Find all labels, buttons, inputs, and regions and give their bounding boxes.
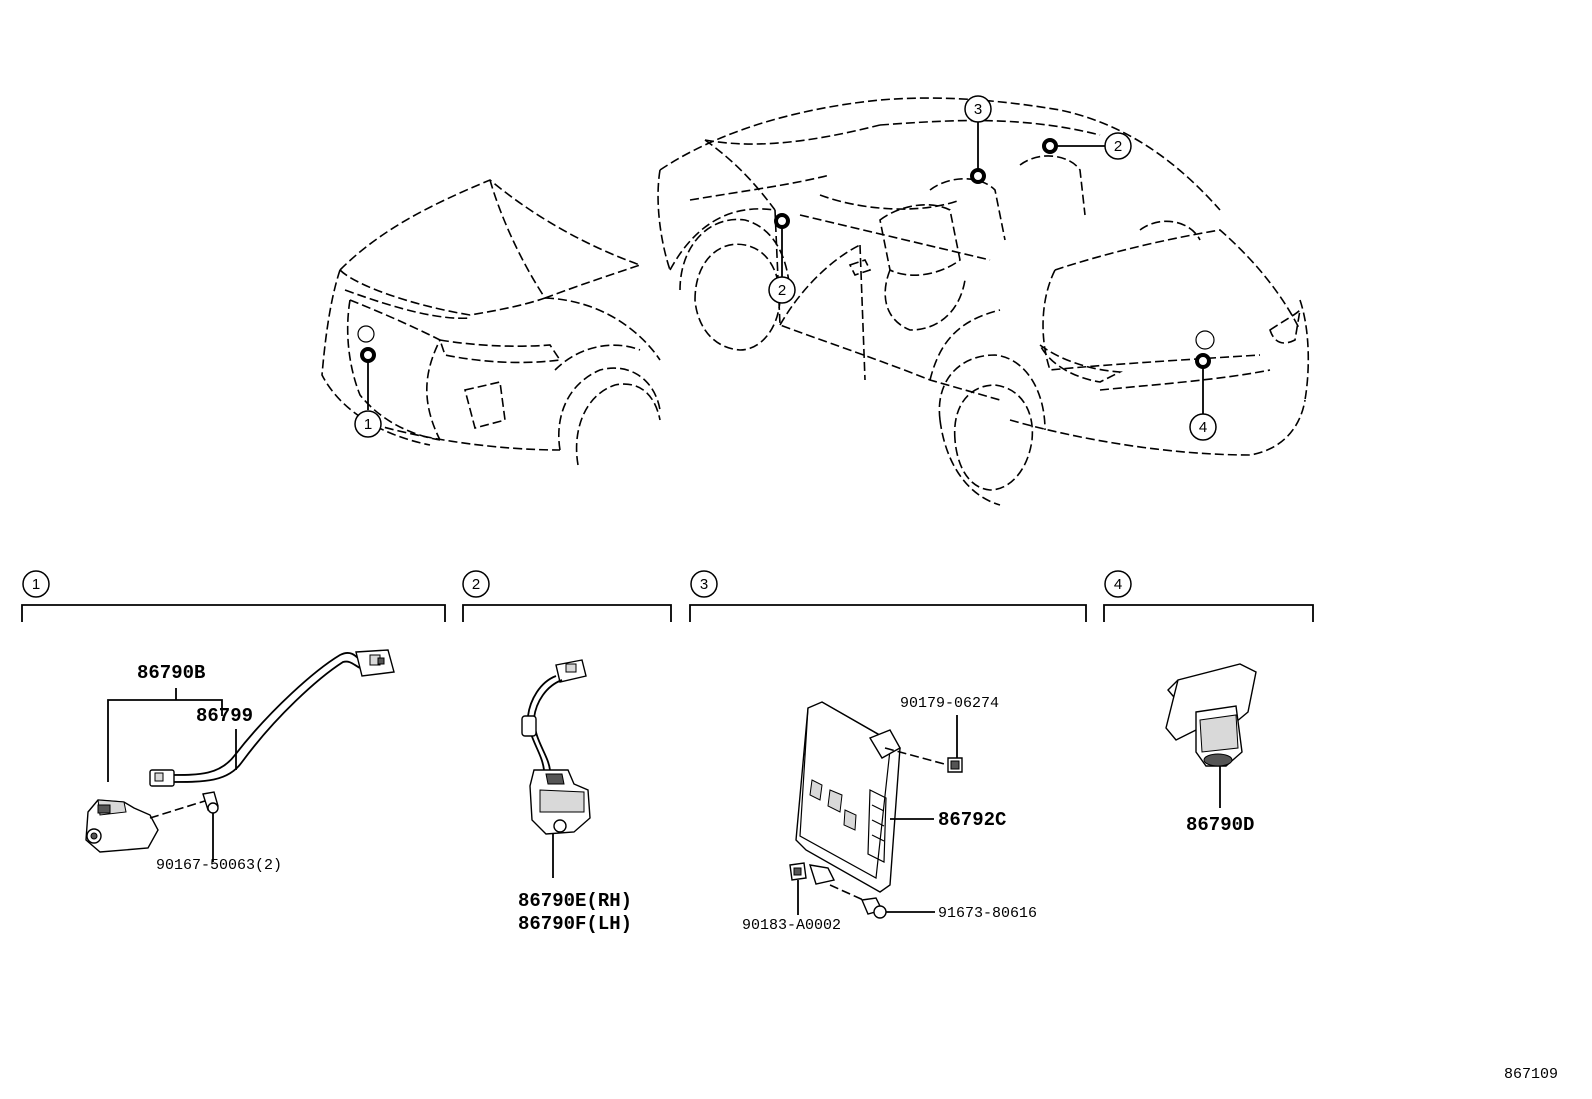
diagram-id: 867109 bbox=[1504, 1066, 1558, 1083]
callout-2-vehicle-left-text: 2 bbox=[778, 282, 786, 299]
label-90179-06274: 90179-06274 bbox=[900, 695, 999, 712]
callout-1-front bbox=[354, 410, 382, 438]
front-sensor-outline bbox=[357, 325, 375, 343]
camera-marker-2-right bbox=[1042, 138, 1058, 154]
callout-4-vehicle-text: 4 bbox=[1199, 419, 1207, 436]
label-91673-80616: 91673-80616 bbox=[938, 905, 1037, 922]
clip-90179 bbox=[884, 715, 963, 773]
group-4-parts: 86790D bbox=[1165, 663, 1257, 836]
group-3-callout bbox=[690, 570, 718, 598]
label-90183-A0002: 90183-A0002 bbox=[742, 917, 841, 934]
front-vehicle-view: 1 bbox=[321, 179, 661, 466]
callout-2-vehicle-right bbox=[1104, 132, 1132, 160]
side-camera-86790E-86790F bbox=[521, 659, 591, 878]
group-headers: 1 2 3 4 bbox=[21, 570, 1314, 622]
group-2-bracket bbox=[462, 604, 672, 622]
camera-marker-3 bbox=[970, 168, 986, 184]
harness-86799 bbox=[149, 649, 395, 787]
label-86790F-LH: 86790F(LH) bbox=[518, 913, 632, 935]
group-1-callout-text: 1 bbox=[32, 576, 40, 593]
group-3-bracket bbox=[689, 604, 1087, 622]
group-4-callout bbox=[1104, 570, 1132, 598]
group-2-callout-text: 2 bbox=[472, 576, 480, 593]
group-1-bracket bbox=[21, 604, 446, 622]
group-4-callout-text: 4 bbox=[1114, 576, 1122, 593]
group-1-parts: 86790B 86799 90167-50063(2) bbox=[85, 649, 395, 874]
callout-3-vehicle bbox=[964, 95, 992, 123]
bolt-90167 bbox=[149, 791, 219, 862]
camera-marker-4 bbox=[1195, 353, 1211, 369]
control-module-86792C bbox=[795, 701, 901, 893]
group-2-callout bbox=[462, 570, 490, 598]
rear-vehicle-view: 3 2 2 4 bbox=[657, 95, 1310, 506]
group-2-parts: 86790E(RH) 86790F(LH) bbox=[518, 659, 632, 935]
callout-3-vehicle-text: 3 bbox=[974, 101, 982, 118]
callout-2-vehicle-left bbox=[768, 276, 796, 304]
label-86790E-RH: 86790E(RH) bbox=[518, 890, 632, 912]
front-camera-marker bbox=[360, 347, 376, 363]
callout-1-front-text: 1 bbox=[364, 416, 372, 433]
group-3-callout-text: 3 bbox=[700, 576, 708, 593]
front-camera-86790B bbox=[85, 799, 159, 853]
screw-91673 bbox=[829, 884, 935, 919]
camera-marker-2-left bbox=[774, 213, 790, 229]
label-86799: 86799 bbox=[196, 705, 253, 727]
group-4-bracket bbox=[1103, 604, 1314, 622]
rear-emblem-outline bbox=[1195, 330, 1215, 350]
label-86790D: 86790D bbox=[1186, 814, 1254, 836]
group-3-parts: 90179-06274 86792C 90183-A0002 91673-806… bbox=[742, 695, 1037, 934]
callout-2-vehicle-right-text: 2 bbox=[1114, 138, 1122, 155]
label-90167-50063: 90167-50063(2) bbox=[156, 857, 282, 874]
clip-90183 bbox=[789, 862, 807, 915]
callout-4-vehicle bbox=[1189, 413, 1217, 441]
label-86790B: 86790B bbox=[137, 662, 205, 684]
rear-camera-86790D bbox=[1165, 663, 1257, 808]
label-86792C: 86792C bbox=[938, 809, 1006, 831]
group-1-callout bbox=[22, 570, 50, 598]
